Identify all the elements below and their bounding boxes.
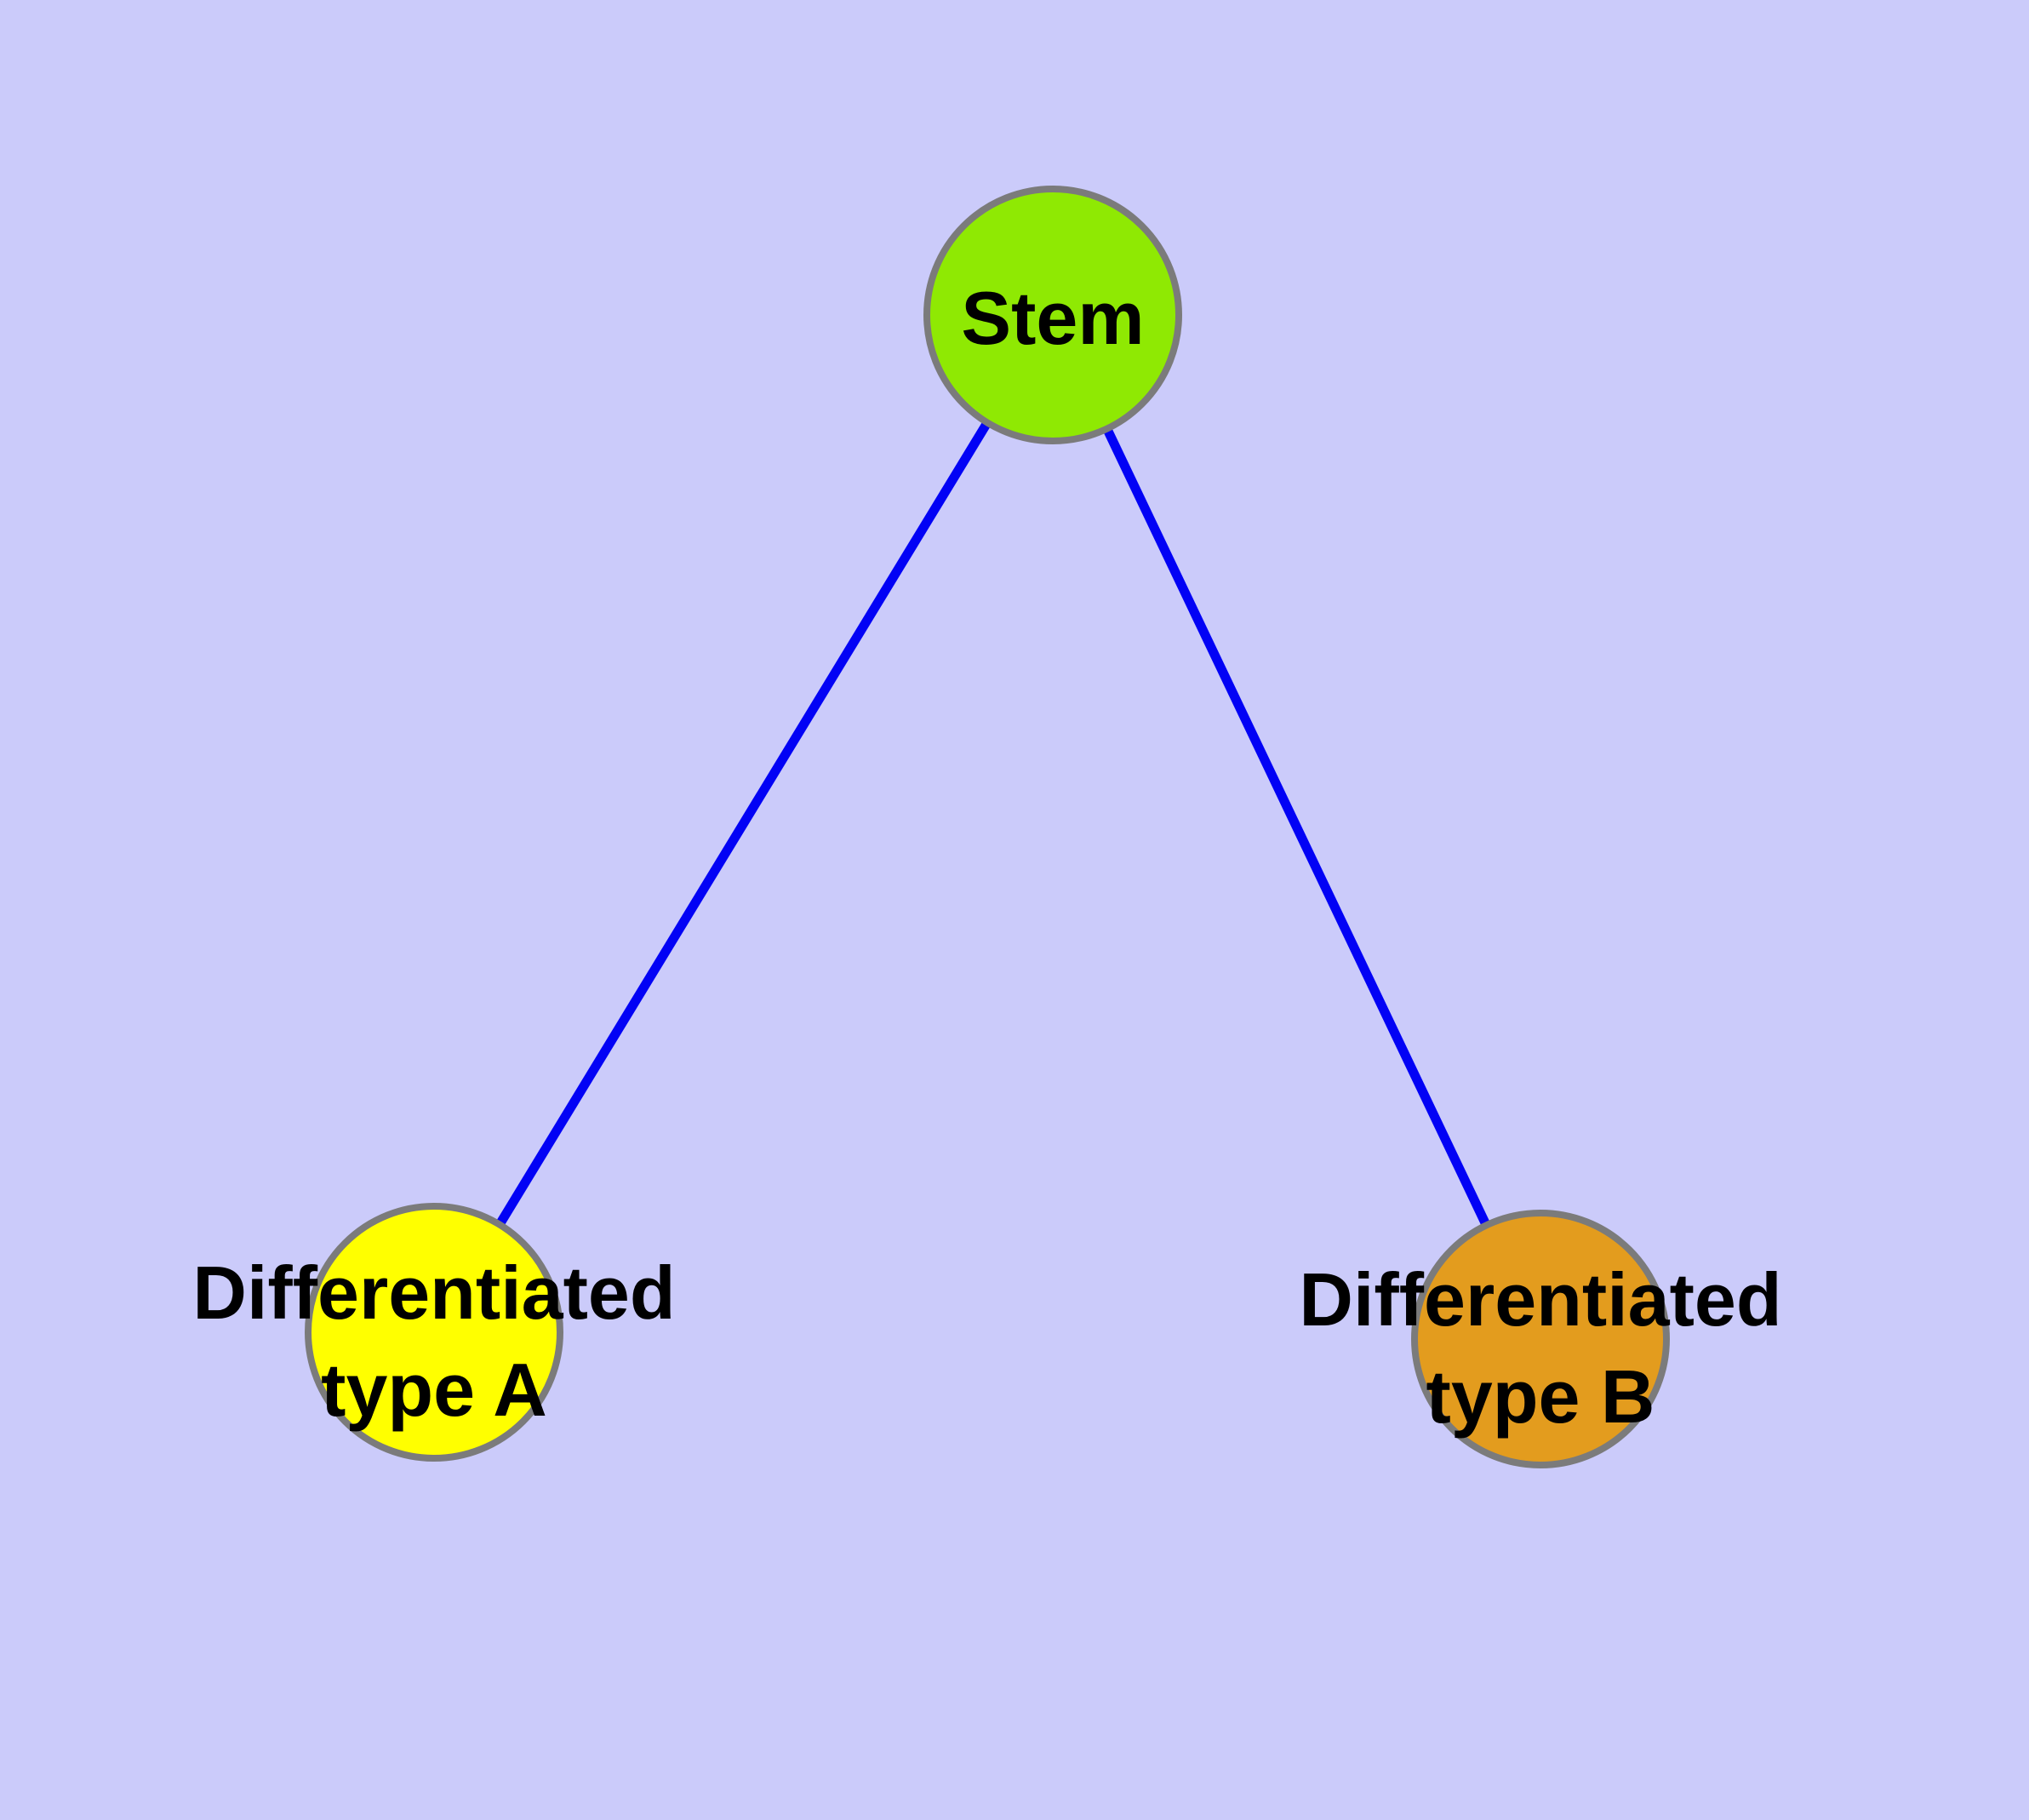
node-stem-circle bbox=[923, 186, 1182, 444]
node-type-a-label-line1: Differentiated bbox=[192, 1251, 675, 1335]
node-type-b-circle bbox=[1411, 1210, 1670, 1468]
node-type-b-label-line1: Differentiated bbox=[1299, 1257, 1781, 1342]
edge-stem-to-type-a bbox=[430, 312, 1057, 1335]
node-differentiated-type-a: Differentiated type A bbox=[192, 1203, 676, 1462]
edge-stem-to-type-b bbox=[1049, 312, 1545, 1342]
node-type-a-circle bbox=[305, 1203, 563, 1462]
node-stem-label: Stem bbox=[961, 276, 1144, 360]
node-type-a-label-line2: type A bbox=[321, 1348, 547, 1432]
node-type-b-label-line2: type B bbox=[1426, 1354, 1655, 1439]
node-stem: Stem bbox=[923, 186, 1182, 444]
edge-layer bbox=[430, 312, 1545, 1342]
node-differentiated-type-b: Differentiated type B bbox=[1299, 1210, 1782, 1468]
